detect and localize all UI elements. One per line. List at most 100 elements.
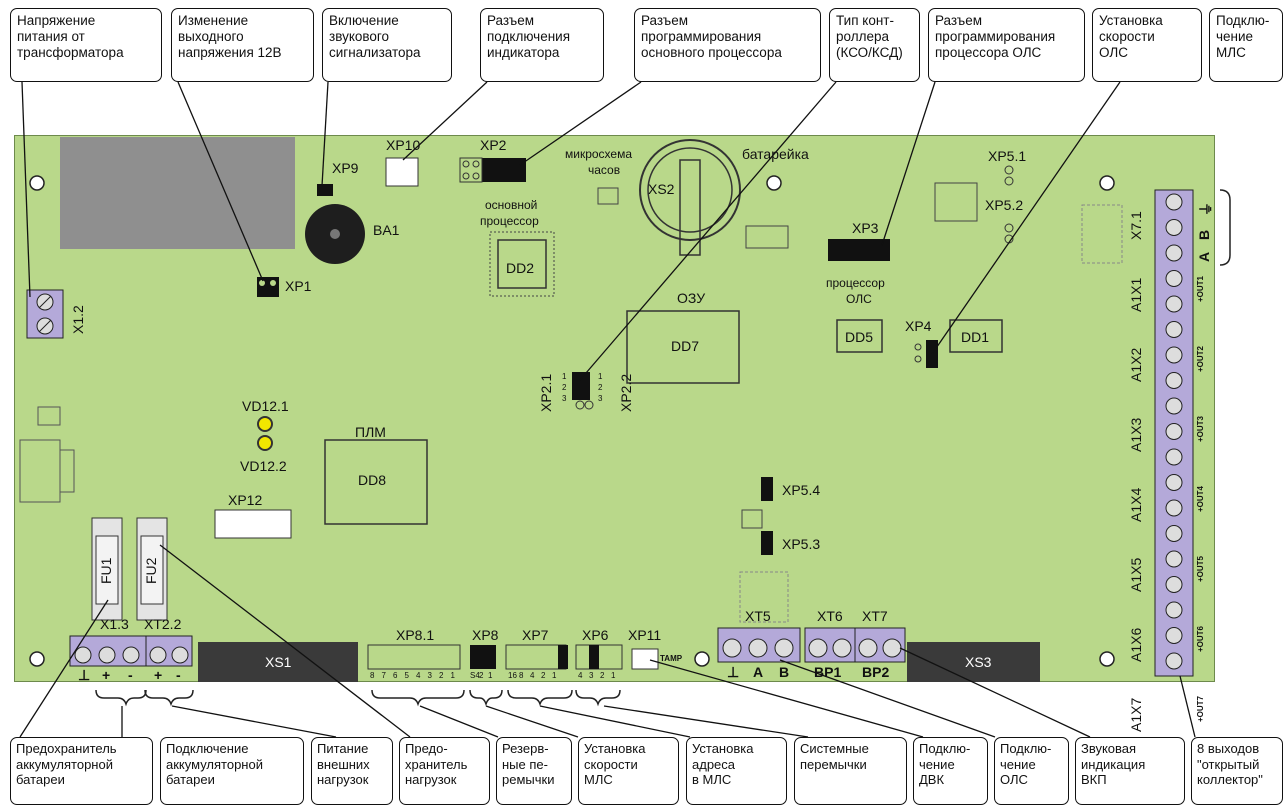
label-a1x-3: A1X3 [1128,417,1144,452]
chip-dd8 [324,439,428,525]
pin-label-xp6_pins: 2 [600,671,605,680]
transformer-area [60,137,295,249]
label-xp11: XP11 [628,627,662,643]
pin-label-xp6_pins: 4 [578,671,583,680]
pin-label-xp7_pins: 2 [541,671,546,680]
label-xp8: XP8 [472,627,499,643]
terminal-screw [1165,448,1183,466]
label-ols-cpu-2: ОЛС [846,292,872,306]
label-xp7: XP7 [522,627,549,643]
label-dd7: DD7 [671,338,700,354]
pin-label-xp8_pins: 2 [479,671,484,680]
header-xp2 [459,157,526,183]
label-out-7: +OUT7 [1196,695,1205,722]
chip-dd7 [626,310,740,384]
header-xp8-1 [367,644,461,670]
label-a1x-5: A1X5 [1128,557,1144,592]
label-xp9: XP9 [332,160,359,176]
label-clock-chip: микросхема [565,147,633,161]
label-xp5-3: XP5.3 [782,536,821,552]
led-vd12-1 [257,416,273,432]
label-x1-3-pin-minus: - [128,667,133,683]
label-xp8-1: XP8.1 [396,627,435,643]
chip-dd5 [836,319,883,353]
label-xt5-pin-gnd: ⊥ [727,664,740,680]
terminal-screw [1165,193,1183,211]
pin-label-xp81_pins: 3 [427,671,432,680]
terminal-screw [1165,550,1183,568]
terminal-screw [1165,372,1183,389]
label-xp5-2: XP5.2 [985,197,1024,213]
label-x7-1-pin-a: A [1196,251,1212,262]
label-fu1: FU1 [98,557,114,584]
label-x1-2: X1.2 [70,305,86,334]
terminal-screw [1165,525,1183,542]
connector-xp12 [214,509,292,539]
pin-label-xp21_pins: 3 [562,394,567,403]
header-xp8 [470,645,496,669]
pin-label-xp81_pins: 6 [393,671,398,680]
label-clock-chip-2: часов [588,163,621,177]
terminal-screw [1165,423,1183,440]
label-bp1: BP1 [814,664,842,680]
terminal-screw [1165,346,1183,364]
label-xp3: XP3 [852,220,879,236]
label-dd5: DD5 [845,329,874,345]
label-main-cpu: основной [485,198,538,212]
label-out-3: +OUT3 [1196,415,1205,442]
label-x1-3-pin-plus: + [102,667,111,683]
label-ba1: BA1 [373,222,400,238]
label-xs3: XS3 [965,654,992,670]
label-x7-1-pin-gnd: ⏚ [1198,202,1214,216]
label-tamp: TAMP [660,654,683,663]
pin-label-xp81_pins: 1 [450,671,455,680]
label-xt2-2-pin-plus: + [154,667,163,683]
connector-xp11 [631,648,659,670]
callout-spare-jumpers: Резерв-ные пе-ремычки [496,737,572,805]
jumper-xp2-1 [572,372,590,400]
pin-label-xp21_pins: 2 [562,383,567,392]
label-x1-3: X1.3 [100,616,129,632]
pin-label-xp22_pins: 1 [598,372,603,381]
label-xs2: XS2 [648,181,675,197]
pin-label-xp21_pins: 1 [562,372,567,381]
pin-label-xp22_pins: 3 [598,394,603,403]
label-xt6: XT6 [817,608,843,624]
label-dd8: DD8 [358,472,387,488]
label-a1x-7: A1X7 [1128,697,1144,732]
terminal-screw [1165,499,1183,517]
label-x7-1: X7.1 [1128,211,1144,240]
label-main-cpu-2: процессор [480,214,539,228]
jumper-xp5-4 [761,477,773,501]
terminal-screw [1165,219,1183,236]
label-x7-1-pin-b: B [1196,229,1212,240]
header-xp3 [828,239,890,261]
label-fu2: FU2 [143,557,159,584]
header-xp7 [505,644,567,670]
label-xt5-pin-b: B [779,664,790,680]
jumper-xp1 [257,277,279,297]
label-ozu: ОЗУ [677,290,706,306]
label-xt5: XT5 [745,608,771,624]
label-x1-3-pin-gnd: ⊥ [78,667,91,683]
terminal-screw [1165,295,1183,313]
terminal-screw [1165,652,1183,670]
label-out-2: +OUT2 [1196,345,1205,372]
pin-label-xp81_pins: 7 [381,671,386,680]
chip-dd1 [949,319,1003,353]
label-xp2: XP2 [480,137,507,153]
label-xt7: XT7 [862,608,888,624]
mounting-holes [29,175,1115,667]
connector-xs1 [198,642,358,682]
